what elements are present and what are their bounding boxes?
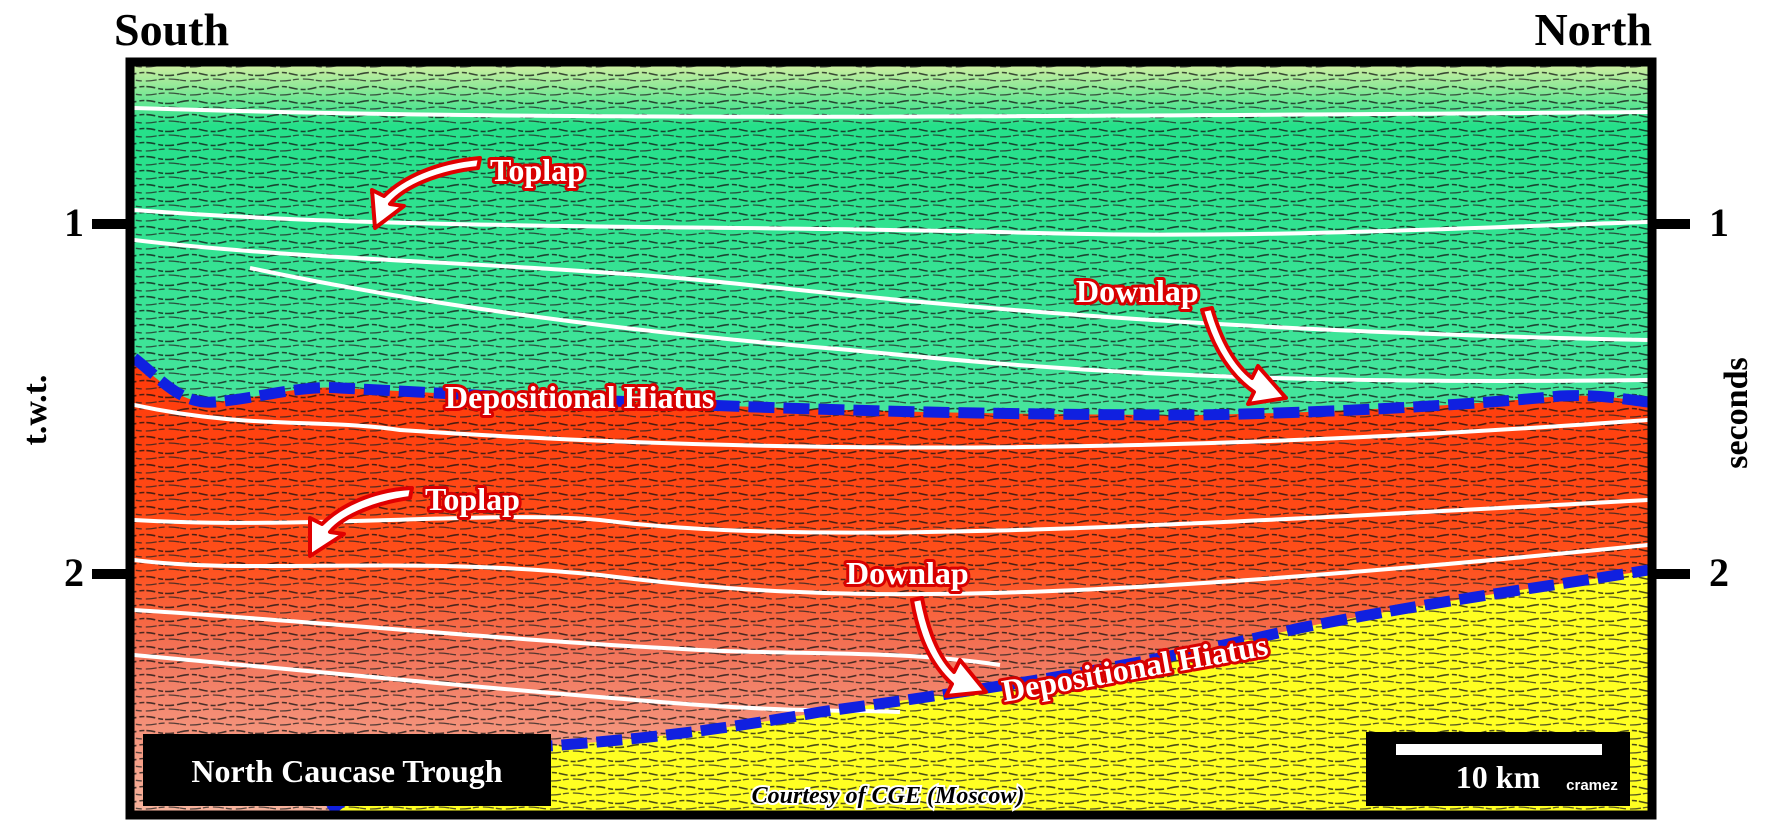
label-downlap-upper: Downlap: [1076, 273, 1199, 309]
label-downlap-lower: Downlap: [846, 555, 969, 591]
scale-label: 10 km: [1456, 759, 1541, 795]
scale-bar: [1396, 744, 1602, 755]
axis-label-right: seconds: [1718, 357, 1755, 468]
tick-label-right-2: 2: [1709, 550, 1729, 595]
label-toplap-lower: Toplap: [425, 481, 520, 517]
tick-label-right-1: 1: [1709, 200, 1729, 245]
tick-label-left-1: 1: [64, 200, 84, 245]
author-mark: cramez: [1566, 777, 1618, 794]
label-hiatus-upper: Depositional Hiatus: [445, 379, 714, 415]
credit-text: Courtesy of CGE (Moscow): [752, 783, 1025, 809]
header-north: North: [1534, 4, 1652, 55]
tick-label-left-2: 2: [64, 550, 84, 595]
region-label: North Caucase Trough: [191, 753, 502, 789]
axis-label-left: t.w.t.: [17, 375, 54, 446]
label-toplap-upper: Toplap: [490, 152, 585, 188]
seismic-section: [134, 66, 1648, 811]
header-south: South: [114, 4, 229, 55]
